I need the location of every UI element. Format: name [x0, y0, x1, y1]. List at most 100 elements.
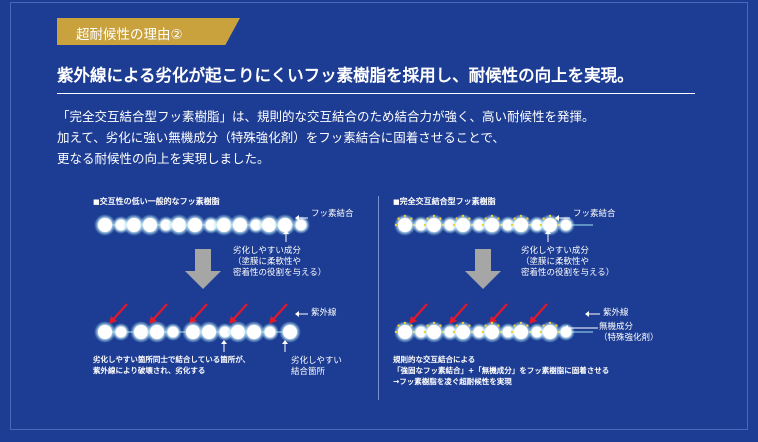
inorganic-dot: [468, 324, 471, 327]
inorganic-dot: [481, 330, 485, 334]
uv-arrowhead: [529, 316, 537, 324]
pointer-head: [282, 340, 288, 344]
resin-sphere: [247, 325, 261, 339]
inorganic-dot: [548, 321, 552, 325]
inorganic-dot: [490, 321, 494, 325]
inorganic-dot: [452, 330, 456, 334]
pointer-head: [295, 215, 299, 221]
square-bullet-icon: ■: [393, 198, 400, 206]
inorganic-dot: [455, 324, 458, 327]
bond-label: フッ素結合: [573, 209, 616, 219]
inorganic-dot: [513, 217, 516, 220]
inorganic-dot: [439, 324, 442, 327]
pointer-head: [545, 230, 551, 234]
pointer-head: [564, 325, 568, 331]
panel-caption: 劣化しやすい箇所同士で結合している箇所が、 紫外線により破壊され、劣化する: [93, 355, 251, 375]
pointer-head: [555, 215, 559, 221]
body-line: 更なる耐候性の向上を実現しました。: [57, 151, 270, 166]
general-resin-diagram: [94, 214, 310, 352]
general-resin-panel: ■交互性の低い一般的なフッ素樹脂 フッ素結合 劣化しやすい成分 （塗膜に柔軟性や…: [93, 192, 393, 404]
resin-sphere: [514, 218, 528, 232]
alternating-resin-panel: ■完全交互結合型フッ素樹脂 フッ素結合 劣化しやすい成分 （塗膜に柔軟性や 密着…: [393, 192, 693, 404]
inorganic-dot: [468, 217, 471, 220]
inorganic-dot: [513, 324, 516, 327]
inorganic-label: 無機成分 （特殊強化剤）: [599, 322, 659, 343]
uv-arrowhead: [269, 316, 277, 324]
inorganic-dot: [497, 217, 500, 220]
inorganic-dot: [526, 217, 529, 220]
body-line: 「完全交互結合型フッ素樹脂」は、規則的な交互結合のため結合力が強く、高い耐候性を…: [57, 109, 595, 124]
inorganic-dot: [510, 330, 514, 334]
panel-caption: 規則的な交互結合による 「強固なフッ素結合」+「無機成分」をフッ素樹脂に固着させ…: [393, 355, 610, 386]
resin-sphere: [283, 325, 297, 339]
inorganic-dot: [519, 214, 523, 218]
resin-sphere: [398, 218, 412, 232]
reason-badge: 超耐候性の理由②: [57, 18, 240, 45]
content-frame: [10, 2, 748, 430]
inorganic-dot: [423, 223, 427, 227]
resin-sphere: [98, 218, 112, 232]
inorganic-dot: [397, 324, 400, 327]
alternating-resin-diagram: [394, 214, 600, 343]
inorganic-dot: [423, 330, 427, 334]
resin-sphere: [150, 325, 164, 339]
headline: 紫外線による劣化が起こりにくいフッ素樹脂を採用し、耐候性の向上を実現。: [57, 62, 695, 94]
weak-component-sphere: [168, 327, 178, 337]
inorganic-dot: [539, 223, 543, 227]
process-arrow: [185, 249, 221, 289]
uv-arrowhead: [449, 316, 457, 324]
uv-arrowhead: [149, 316, 157, 324]
inorganic-dot: [555, 324, 558, 327]
uv-arrowhead: [409, 316, 417, 324]
body-text: 「完全交互結合型フッ素樹脂」は、規則的な交互結合のため結合力が強く、高い耐候性を…: [57, 106, 707, 169]
break-point-label: 劣化しやすい 結合箇所: [291, 356, 342, 377]
weak-component-sphere: [116, 327, 126, 337]
body-line: 加えて、劣化に強い無機成分（特殊強化剤）をフッ素結合に固着させることで、: [57, 130, 505, 145]
uv-arrowhead: [109, 316, 117, 324]
weak-component-sphere: [265, 327, 275, 337]
weak-component-sphere: [561, 327, 571, 337]
pointer-head: [221, 340, 227, 344]
inorganic-dot: [403, 214, 407, 218]
panel-title: ■交互性の低い一般的なフッ素樹脂: [93, 197, 220, 206]
resin-sphere: [456, 218, 470, 232]
panel-title: ■完全交互結合型フッ素樹脂: [393, 197, 496, 206]
square-bullet-icon: ■: [93, 198, 100, 206]
pointer-head: [283, 230, 289, 234]
pointer-head: [585, 311, 589, 317]
resin-sphere: [427, 325, 441, 339]
inorganic-dot: [439, 217, 442, 220]
uv-label: 紫外線: [603, 308, 629, 318]
inorganic-dot: [510, 223, 514, 227]
resin-sphere: [98, 325, 112, 339]
inorganic-dot: [542, 324, 545, 327]
resin-sphere: [188, 218, 202, 232]
weak-component-sphere: [561, 220, 571, 230]
inorganic-dot: [490, 214, 494, 218]
resin-sphere: [127, 218, 141, 232]
inorganic-dot: [455, 217, 458, 220]
inorganic-dot: [542, 217, 545, 220]
resin-sphere: [543, 218, 557, 232]
inorganic-dot: [394, 330, 398, 334]
inorganic-dot: [403, 321, 407, 325]
inorganic-dot: [526, 324, 529, 327]
resin-sphere: [134, 325, 148, 339]
resin-sphere: [231, 325, 245, 339]
resin-sphere: [262, 218, 276, 232]
inorganic-dot: [426, 217, 429, 220]
resin-sphere: [172, 218, 186, 232]
inorganic-dot: [410, 217, 413, 220]
inorganic-dot: [519, 321, 523, 325]
inorganic-dot: [432, 321, 436, 325]
inorganic-dot: [497, 324, 500, 327]
uv-label: 紫外線: [311, 308, 337, 318]
weak-component-sphere: [296, 220, 306, 230]
inorganic-dot: [548, 214, 552, 218]
inorganic-dot: [481, 223, 485, 227]
inorganic-dot: [484, 217, 487, 220]
weak-component-label: 劣化しやすい成分 （塗膜に柔軟性や 密着性の役割を与える）: [233, 246, 327, 278]
inorganic-dot: [452, 223, 456, 227]
resin-sphere: [278, 218, 292, 232]
resin-sphere: [398, 325, 412, 339]
